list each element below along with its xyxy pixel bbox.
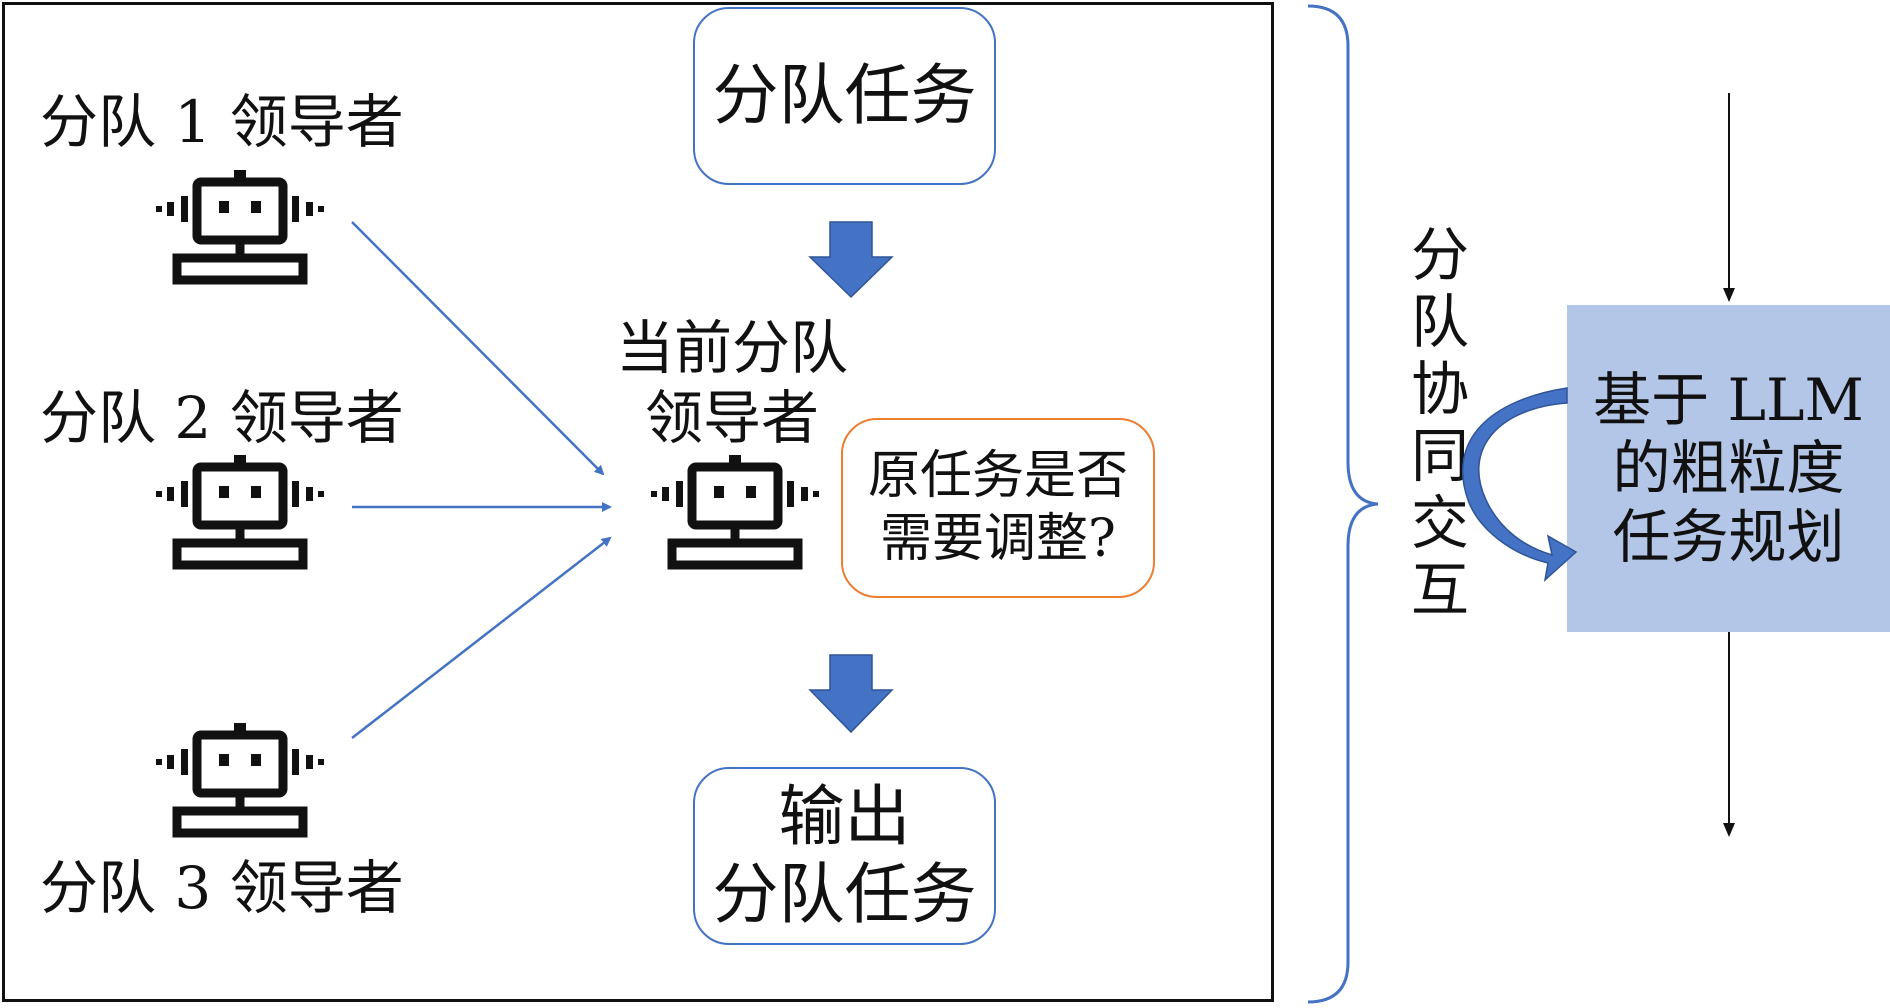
current-leader-line2: 领导者 (644, 383, 819, 452)
team-2-leader-label: 分队 2 领导者 (40, 384, 404, 452)
team3-to-current-arrow (351, 536, 612, 739)
team-interaction-label: 分 队 协 同 交 互 (1405, 226, 1475, 628)
interaction-char: 队 (1410, 288, 1469, 356)
llm-line2: 的粗粒度 (1612, 434, 1845, 503)
team-task-label: 分队任务 (712, 57, 977, 135)
question-line2: 需要调整? (880, 509, 1116, 569)
interaction-char: 分 (1410, 221, 1469, 289)
down-arrow-icon (808, 221, 894, 299)
interaction-frame (2, 2, 1274, 1002)
current-leader-line1: 当前分队 (615, 314, 848, 382)
llm-planning-box: 基于 LLM 的粗粒度 任务规划 (1567, 305, 1890, 632)
output-line2: 分队任务 (712, 856, 977, 933)
robot-icon (156, 455, 324, 570)
feedback-loop-arrow (1462, 387, 1578, 583)
team-task-box: 分队任务 (693, 7, 996, 185)
current-leader-label: 当前分队 领导者 (612, 314, 852, 453)
robot-icon (156, 723, 324, 838)
llm-line3: 任务规划 (1612, 502, 1845, 571)
output-task-box: 输出 分队任务 (693, 767, 996, 945)
adjust-question-box: 原任务是否 需要调整? (841, 418, 1155, 598)
robot-icon (651, 455, 819, 570)
team1-to-current-arrow (351, 221, 605, 476)
team-1-leader-label: 分队 1 领导者 (40, 88, 404, 156)
interaction-char: 互 (1410, 556, 1469, 624)
output-line1: 输出 (778, 778, 911, 856)
team-3-leader-label: 分队 3 领导者 (40, 854, 404, 922)
question-line1: 原任务是否 (867, 445, 1128, 506)
interaction-char: 同 (1410, 422, 1469, 490)
llm-line1: 基于 LLM (1593, 365, 1864, 434)
robot-icon (156, 170, 324, 285)
interaction-char: 协 (1410, 355, 1469, 423)
down-arrow-icon (808, 654, 894, 734)
curly-brace (1307, 4, 1379, 1004)
interaction-char: 交 (1410, 489, 1469, 557)
